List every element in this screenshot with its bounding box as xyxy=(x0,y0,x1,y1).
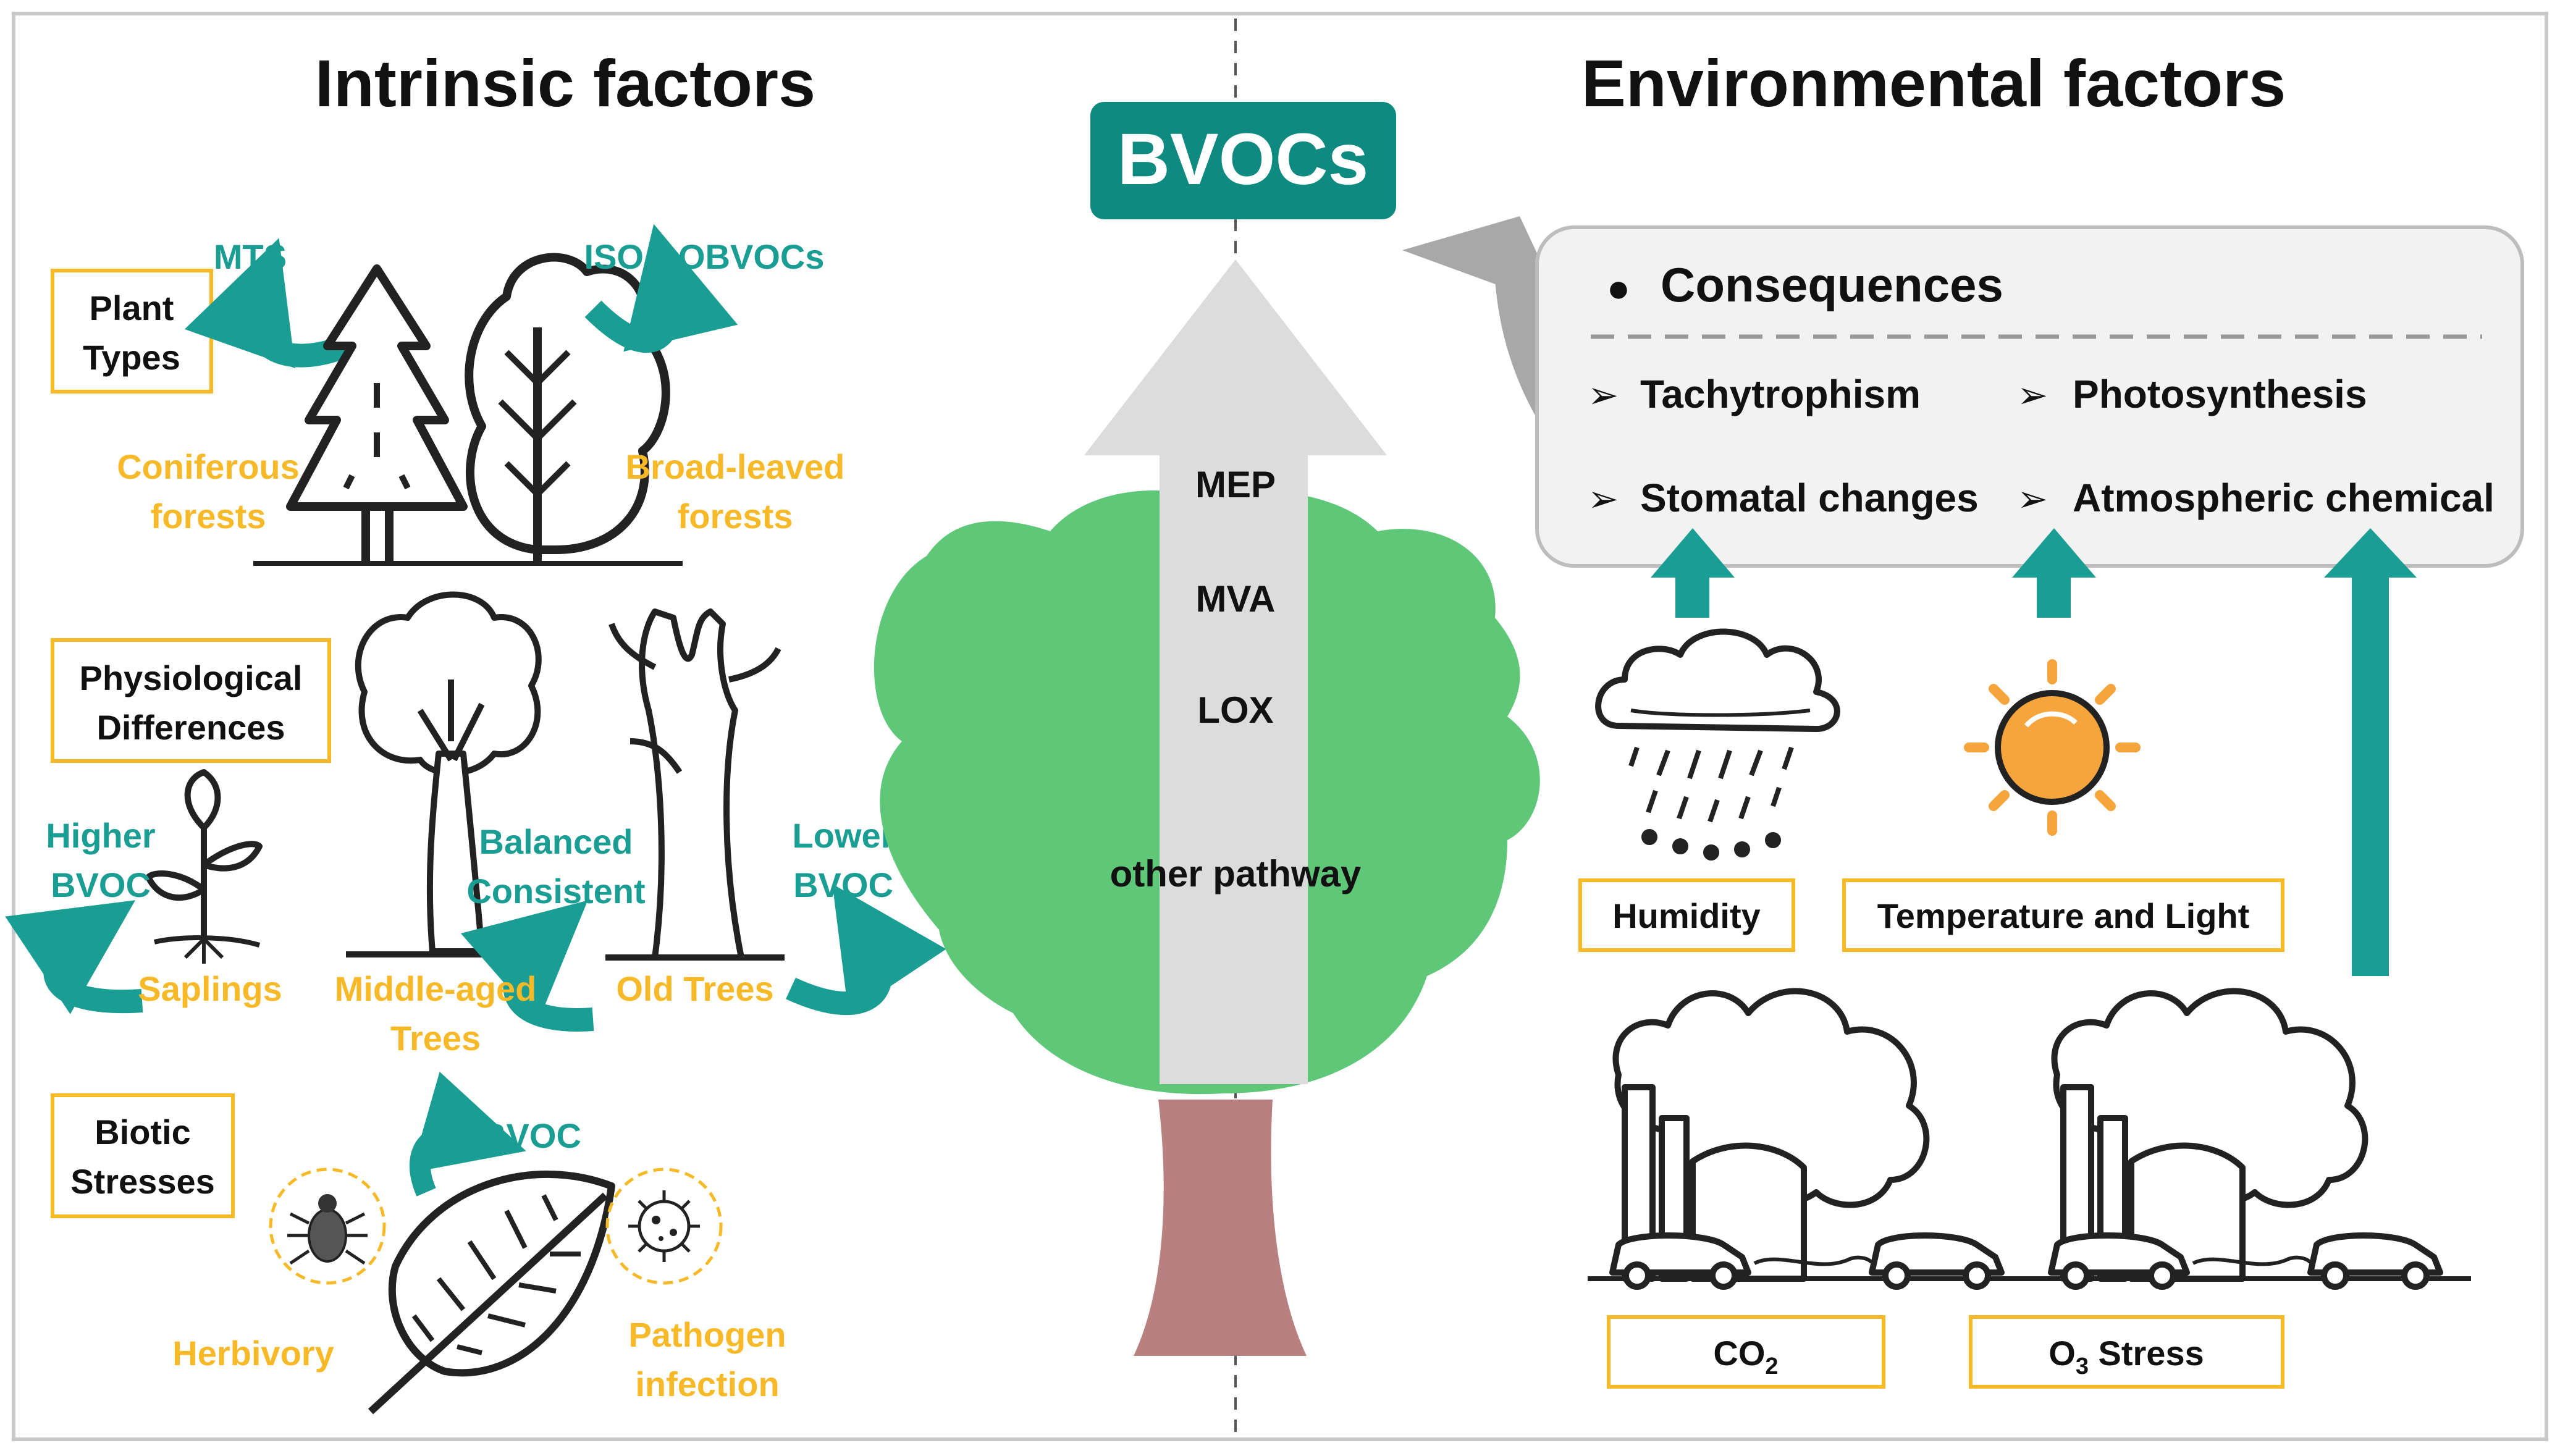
consequences-box: ● Consequences ➢ Tachytrophism ➢ Photosy… xyxy=(1535,225,2524,568)
o3-subscript: 3 xyxy=(2076,1353,2089,1379)
consequence-item-photosynthesis: Photosynthesis xyxy=(2073,372,2367,416)
higher-bvoc-label-line1: Higher xyxy=(46,816,155,855)
pathogen-label-line2: infection xyxy=(635,1365,779,1403)
consequence-marker-1: ➢ xyxy=(1588,374,1619,416)
consequences-title: Consequences xyxy=(1661,258,2003,312)
biotic-curved-arrow-icon xyxy=(410,1071,526,1197)
consequences-bullet: ● xyxy=(1607,266,1631,310)
temperature-up-arrow-icon xyxy=(2012,528,2096,618)
co2-label: CO2 xyxy=(1713,1334,1778,1379)
sapling-icon xyxy=(145,769,263,964)
pathway-other: other pathway xyxy=(1110,853,1362,894)
middle-aged-label-line2: Trees xyxy=(390,1019,481,1058)
plant-types-label-line2: Types xyxy=(83,338,180,377)
balanced-label-line1: Balanced xyxy=(479,822,633,861)
factory-pollution-icon-2 xyxy=(2032,988,2471,1290)
middle-aged-label-line1: Middle-aged xyxy=(335,969,537,1008)
o3-main: O xyxy=(2048,1334,2076,1373)
biotic-label-box: Biotic Stresses xyxy=(51,1093,235,1218)
pathway-mep: MEP xyxy=(1195,464,1276,505)
co2-subscript: 2 xyxy=(1765,1353,1778,1379)
old-tree-icon xyxy=(605,608,785,961)
consequence-arrowhead xyxy=(1402,216,1563,309)
o3-label-box: O3 Stress xyxy=(1969,1315,2284,1389)
consequence-item-atmospheric: Atmospheric chemical xyxy=(2073,476,2495,520)
leaf-icon xyxy=(368,1170,615,1415)
central-up-arrow xyxy=(1084,259,1387,1084)
intrinsic-heading: Intrinsic factors xyxy=(315,46,815,120)
consequence-item-stomatal: Stomatal changes xyxy=(1640,476,1979,520)
iso-curved-arrow-icon xyxy=(584,224,738,353)
o3-label: O3 Stress xyxy=(2048,1334,2204,1379)
temp-light-label: Temperature and Light xyxy=(1877,896,2250,935)
humidity-up-arrow-icon xyxy=(1651,528,1735,618)
o3-rest: Stress xyxy=(2089,1334,2204,1373)
balanced-curved-arrow-icon xyxy=(460,900,594,1032)
factory-pollution-icon-1 xyxy=(1588,988,2051,1290)
higher-curved-arrow-icon xyxy=(5,900,143,1014)
consequence-marker-4: ➢ xyxy=(2017,478,2048,520)
sun-icon xyxy=(1964,659,2141,836)
plant-types-label-box: Plant Types xyxy=(51,269,213,393)
biotic-bvoc-label: BVOC xyxy=(481,1116,581,1155)
consequence-item-tachytrophism: Tachytrophism xyxy=(1640,372,1921,416)
temp-light-label-box: Temperature and Light xyxy=(1842,878,2284,952)
lower-bvoc-label-line1: Lower xyxy=(793,816,895,855)
physiological-label-line2: Differences xyxy=(96,708,285,747)
iso-obvocs-label: ISO、OBVOCs xyxy=(584,237,825,276)
balanced-label-line2: Consistent xyxy=(466,872,645,911)
lower-curved-arrow-icon xyxy=(786,883,946,1016)
bvocs-title: BVOCs xyxy=(1118,119,1369,200)
mts-label: MTS xyxy=(214,237,287,276)
coniferous-label-line2: forests xyxy=(151,497,266,536)
pathogen-virus-icon xyxy=(605,1168,723,1285)
bvocs-title-box: BVOCs xyxy=(1090,102,1396,219)
mts-curved-arrow-icon xyxy=(184,238,351,369)
plant-types-label-line1: Plant xyxy=(90,288,174,327)
broadleaved-label-line2: forests xyxy=(678,497,793,536)
co2-label-box: CO2 xyxy=(1607,1315,1885,1389)
herbivory-beetle-icon xyxy=(269,1168,386,1285)
pathway-mva: MVA xyxy=(1196,578,1276,620)
rain-cloud-icon xyxy=(1595,628,1840,861)
coniferous-tree-icon xyxy=(286,264,468,562)
lower-bvoc-label-line2: BVOC xyxy=(793,865,893,904)
pathway-lox: LOX xyxy=(1197,689,1273,731)
consequence-marker-3: ➢ xyxy=(1588,478,1619,520)
pathogen-label-line1: Pathogen xyxy=(628,1315,786,1354)
emissions-up-arrow-icon xyxy=(2324,528,2417,976)
biotic-label-line1: Biotic xyxy=(95,1113,191,1151)
higher-bvoc-label-line2: BVOC xyxy=(51,865,151,904)
physiological-label-line1: Physiological xyxy=(80,659,303,697)
humidity-label: Humidity xyxy=(1612,896,1761,935)
co2-main: CO xyxy=(1713,1334,1765,1373)
old-trees-label: Old Trees xyxy=(616,969,773,1008)
environmental-heading: Environmental factors xyxy=(1581,46,2286,120)
consequence-marker-2: ➢ xyxy=(2017,374,2048,416)
middle-aged-tree-icon xyxy=(346,591,562,957)
saplings-label: Saplings xyxy=(138,969,282,1008)
biotic-label-line2: Stresses xyxy=(70,1162,215,1201)
herbivory-label: Herbivory xyxy=(172,1334,334,1373)
coniferous-label-line1: Coniferous xyxy=(117,447,300,486)
humidity-label-box: Humidity xyxy=(1578,878,1795,952)
broadleaved-label-line1: Broad-leaved xyxy=(626,447,845,486)
physiological-label-box: Physiological Differences xyxy=(51,638,331,763)
